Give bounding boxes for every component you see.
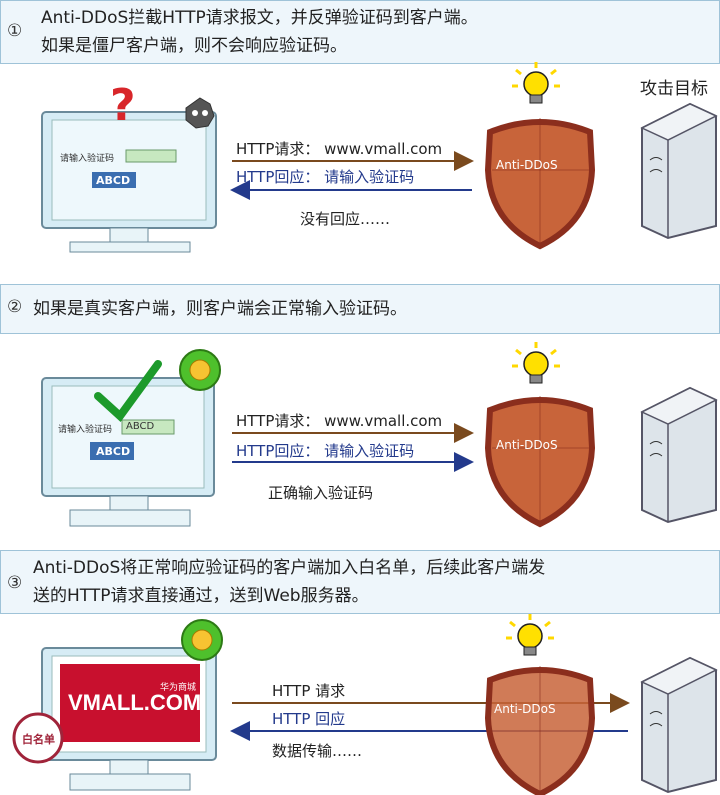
captcha-form-label-2: 请输入验证码	[58, 425, 113, 435]
client-monitor-3	[41, 647, 217, 791]
captcha-image-1: ABCD	[96, 174, 131, 187]
anti-ddos-shield-1	[484, 118, 596, 250]
shield-text-3: Anti-DDoS	[494, 702, 556, 716]
correct-input-label: 正确输入验证码	[268, 484, 374, 502]
no-reply-label: 没有回应……	[300, 210, 391, 228]
target-server-3	[640, 656, 718, 794]
step2-text-line1: 如果是真实客户端，则客户端会正常输入验证码。	[33, 299, 407, 319]
vmall-logo-subtitle: 华为商城	[160, 683, 197, 693]
client-monitor-2	[41, 377, 215, 527]
vmall-logo: VMALL.COM	[68, 690, 202, 715]
captcha-form-label-1: 请输入验证码	[60, 154, 115, 164]
captcha-image-2: ABCD	[96, 445, 131, 458]
request-label-2: HTTP请求： www.vmall.com	[236, 412, 443, 430]
lightbulb-icon-2	[512, 342, 560, 384]
request-label-3: HTTP 请求	[272, 682, 346, 700]
lightbulb-icon-1	[512, 62, 560, 104]
flower-icon-2	[179, 349, 221, 391]
whitelist-stamp-label: 白名单	[22, 733, 55, 746]
target-server-2	[640, 386, 718, 524]
target-server-1	[640, 102, 718, 240]
zombie-bot-icon	[185, 97, 215, 129]
data-transfer-label: 数据传输……	[272, 742, 363, 760]
response-label-3: HTTP 回应	[272, 710, 346, 728]
shield-text-1: Anti-DDoS	[496, 158, 558, 172]
anti-ddos-shield-2	[484, 396, 596, 528]
response-label-2: HTTP回应： 请输入验证码	[236, 442, 415, 460]
lightbulb-icon-3	[506, 614, 554, 656]
step3-text-line1: Anti-DDoS将正常响应验证码的客户端加入白名单，后续此客户端发	[33, 558, 546, 578]
response-label-1: HTTP回应： 请输入验证码	[236, 168, 415, 186]
request-label-1: HTTP请求： www.vmall.com	[236, 140, 443, 158]
step3-banner: ③ Anti-DDoS将正常响应验证码的客户端加入白名单，后续此客户端发 送的H…	[0, 550, 720, 614]
checkmark-icon	[94, 360, 162, 422]
captcha-input-value-2: ABCD	[126, 421, 155, 432]
question-mark-icon: ?	[110, 80, 136, 131]
client-monitor-1	[41, 111, 217, 253]
target-label: 攻击目标	[640, 79, 708, 99]
step1-number: ①	[7, 21, 23, 41]
flower-icon-3	[181, 619, 223, 661]
step3-text-line2: 送的HTTP请求直接通过，送到Web服务器。	[33, 586, 369, 606]
step2-number: ②	[7, 297, 23, 317]
step2-banner: ② 如果是真实客户端，则客户端会正常输入验证码。	[0, 284, 720, 334]
step1-text-line1: Anti-DDoS拦截HTTP请求报文，并反弹验证码到客户端。	[41, 8, 478, 28]
step1-banner: ① Anti-DDoS拦截HTTP请求报文，并反弹验证码到客户端。 如果是僵尸客…	[0, 0, 720, 64]
anti-ddos-shield-3	[484, 666, 596, 795]
step1-text-line2: 如果是僵尸客户端，则不会响应验证码。	[41, 36, 347, 56]
shield-text-2: Anti-DDoS	[496, 438, 558, 452]
step3-number: ③	[7, 573, 23, 593]
whitelist-stamp	[12, 712, 64, 764]
